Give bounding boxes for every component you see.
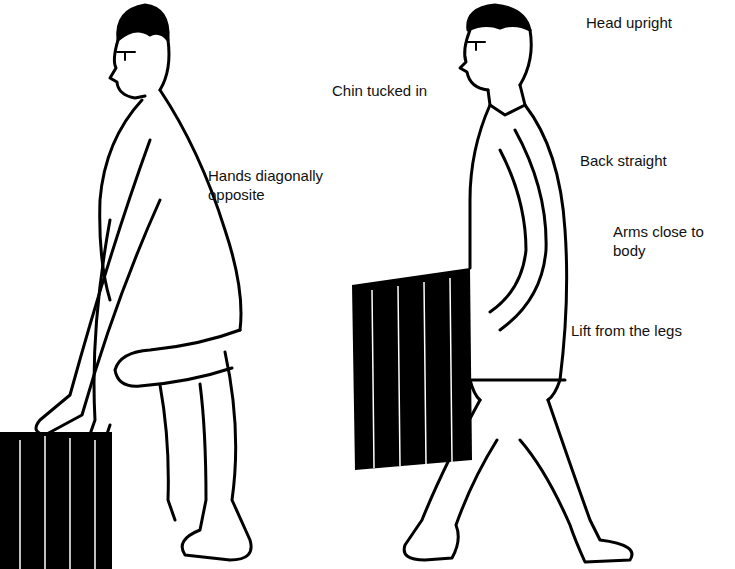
callout-label: Head upright (586, 13, 726, 32)
callout-label: Arms close to body (613, 222, 713, 260)
callout-label: Back straight (580, 151, 710, 170)
carried-box (352, 268, 472, 470)
callout-label: Chin tucked in (332, 81, 462, 100)
callout-label: Hands diagonally opposite (208, 166, 336, 204)
callout-label: Lift from the legs (571, 321, 721, 340)
crouch-box (0, 432, 112, 569)
